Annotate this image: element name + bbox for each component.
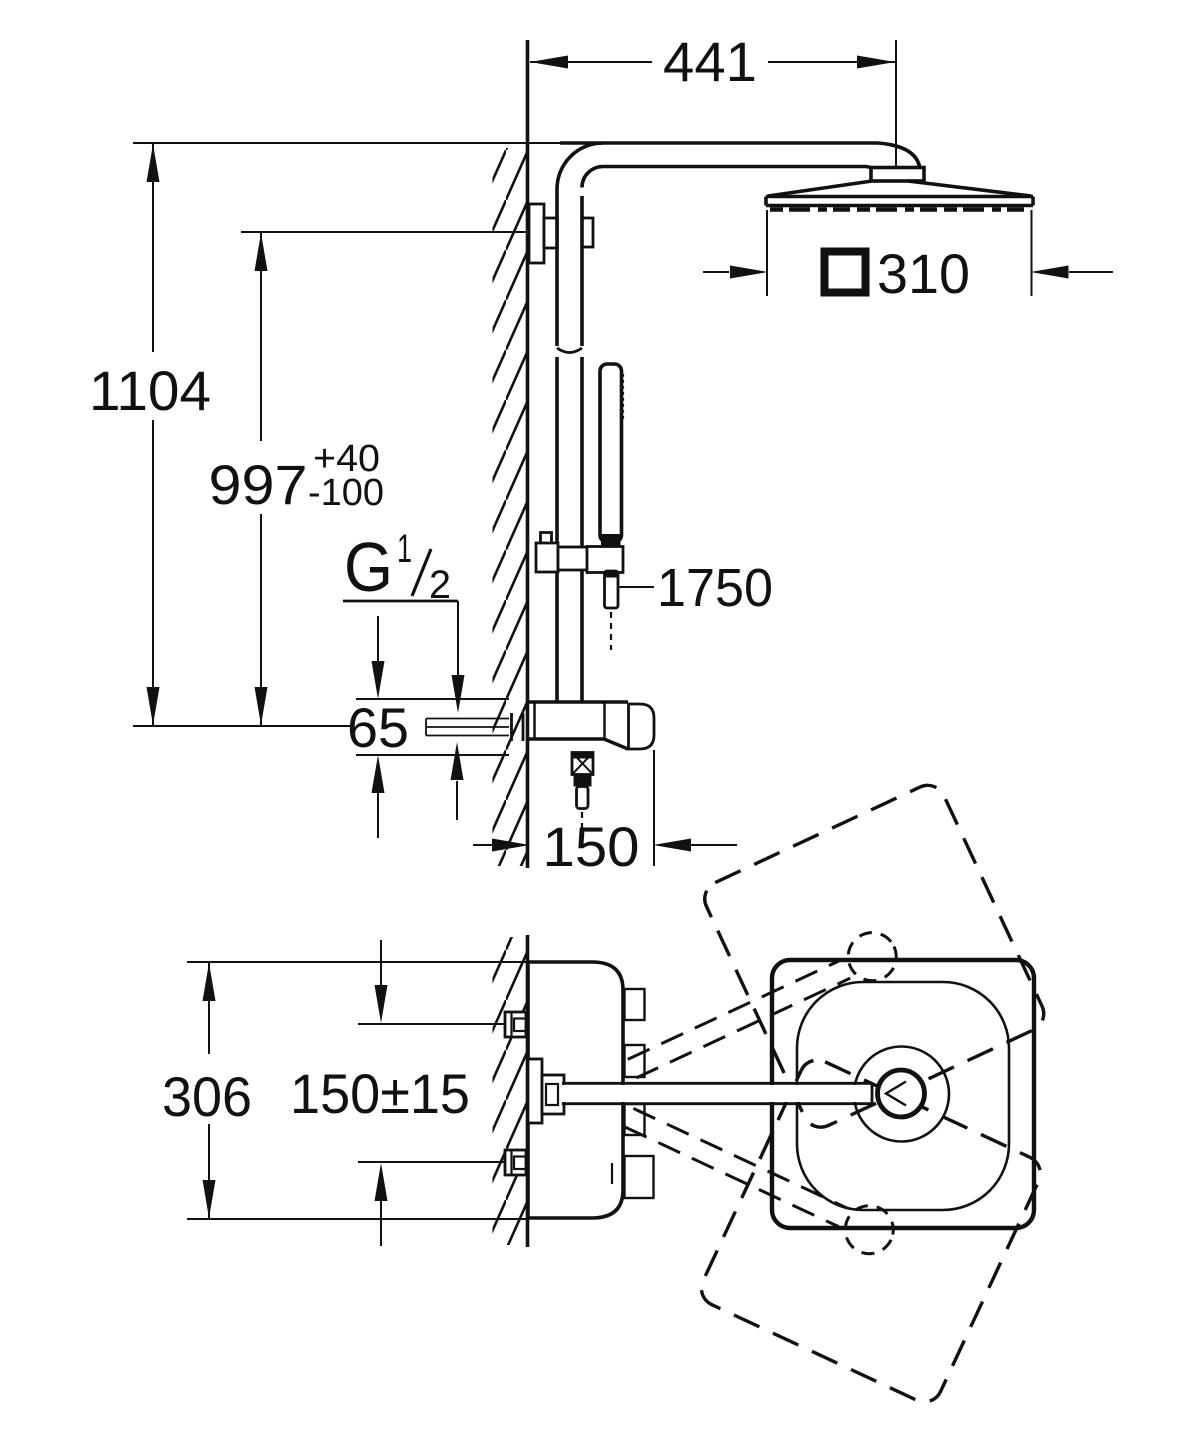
union-notch-upper [512,1017,528,1033]
dim-306-ext-lines [187,961,527,1220]
top-view: 306 150±15 [162,783,1046,1404]
wall-section-side [492,40,530,868]
hand-shower-inlet-cone [601,534,621,548]
wall-section-top [492,935,530,1247]
hose-stub-band [604,571,618,578]
nipple-wall-fitting [510,713,525,741]
dim-1104: 1104 [89,142,560,727]
arm-mount-plate [526,1057,544,1125]
valve-body-face-lines [533,702,606,739]
thread-numerator-label: 1 [397,527,412,571]
dim-310: 310 [703,210,1113,305]
ball-joint-chevron [883,1080,907,1107]
hose-outlet-connector [573,774,592,787]
dim-150-label: 150 [543,815,640,878]
shower-arm [560,141,926,183]
dim-306-label: 306 [162,1065,252,1128]
holder-cup [585,545,625,574]
hand-shower-assembly [534,362,625,650]
dim-441-label: 441 [663,30,757,93]
dim-65-ext-lines [356,698,509,756]
dim-65: 65 [347,616,509,838]
swivel-head-dashed-upper [703,783,1046,1129]
arm-inner-bend [580,164,604,188]
dim-997-tolerance-plus: +40 [313,438,380,480]
thread-fraction-slash [410,548,433,597]
dim-306: 306 [162,961,527,1220]
bracket-flange [527,202,546,265]
ball-joint [875,1067,927,1120]
dim-150-15: 150±15 [290,940,507,1246]
arm-elbow-outer [877,141,922,170]
dim-150-15-label: 150±15 [290,1062,470,1125]
dim-997: 997 +40 -100 [209,231,530,725]
nipple-lines [425,717,509,737]
inlet-supply-nipple [425,713,525,741]
dim-310-label: 310 [877,242,970,305]
dim-150: 150 [473,750,737,878]
check-valve-cap [572,752,593,759]
dim-1104-label: 1104 [89,359,211,422]
wall-union-upper [503,1010,528,1039]
dim-997-tolerance-minus: -100 [308,472,384,514]
dim-150-15-ext-lines [358,1023,507,1163]
head-connector-nut [869,165,926,183]
head-cone-top [767,179,1032,198]
thread-letter-label: G [344,528,393,606]
dim-997-label: 997 [209,453,308,516]
wall-hatching-top [492,937,526,1245]
holder-clamp [534,541,560,574]
valve-knob-knurled [627,702,656,751]
thread-callout-g-half: G 1 2 [343,527,465,820]
knob-4-button [633,1169,649,1185]
riser-pipe-edges [555,189,584,702]
arm-socket-detail [544,1082,560,1107]
shower-head-side [764,179,1035,212]
hose-outlet-stem [575,785,590,810]
dim-65-label: 65 [347,696,409,759]
dim-310-ext-lines [766,210,1033,296]
head-rim [764,194,1035,208]
knob-knurled-2 [623,1043,646,1079]
swivel-head-dashed-lower [699,1058,1042,1404]
hand-shower-handle [598,362,624,544]
holder-bar [556,545,591,572]
dim-441: 441 [530,30,897,180]
shower-arm-top [562,1067,927,1120]
dim-1750-label: 1750 [657,558,773,618]
dim-1750: 1750 [618,558,773,618]
riser-pipe-joint [556,346,583,354]
wall-union-lower [503,1148,528,1177]
knob-knurled-1 [623,987,646,1022]
arm-plan-fill [562,1085,872,1102]
riser-pipe [555,141,604,702]
union-notch-lower [512,1155,528,1171]
valve-body-outline [528,700,629,751]
knob-knurled-4 [623,1154,655,1200]
riser-pipe-fill [558,186,582,702]
square-symbol [820,247,870,297]
swivel-ball-dashed-lower [843,1204,895,1256]
wall-hatching-side [492,148,526,866]
side-view: 441 1104 997 +40 -100 G 1 2 [89,30,1113,878]
thread-denominator-label: 2 [429,563,451,607]
arm-plan-edges [562,1081,874,1106]
thermostat-valve-side [528,700,656,828]
swivel-ball-dashed-upper [846,931,898,983]
union-body-lower [503,1148,528,1177]
union-body-upper [503,1010,528,1039]
